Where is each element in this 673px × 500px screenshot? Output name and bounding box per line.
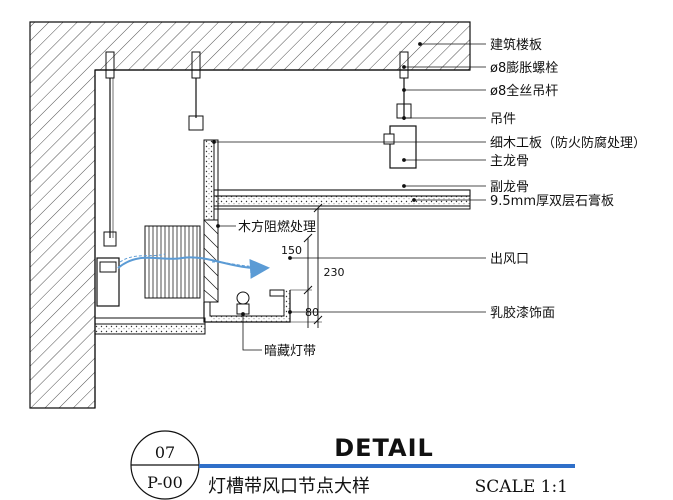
light-trough [203,289,291,323]
title-block [130,430,575,500]
plywood-board [203,139,219,221]
air-outlet-grille [144,225,201,299]
leader-lines [212,42,486,351]
label-hidden-light: 暗藏灯带 [264,344,316,359]
label-gypsum-board: 9.5mm厚双层石膏板 [490,193,614,209]
detail-number: 07 [155,443,175,462]
label-expansion-bolt: ø8膨胀螺栓 [490,61,558,76]
dim-80: 80 [305,306,319,319]
dimension-line [290,203,323,328]
detail-subtitle: 灯槽带风口节点大样 [208,476,370,497]
label-floor-slab: 建筑楼板 [490,37,542,53]
airflow-arrow [117,253,270,279]
label-sub-keel: 副龙骨 [490,180,529,195]
label-hanger: 吊件 [490,112,516,127]
gypsum-ceiling [213,189,471,210]
label-plywood: 细木工板（防火防腐处理） [490,135,646,151]
sheet-number: P-00 [147,473,183,492]
label-threaded-rod: ø8全丝吊杆 [490,83,558,99]
label-air-outlet: 出风口 [490,252,529,267]
hanger-rod-left [96,51,120,307]
label-wood-fireproof: 木方阻燃处理 [238,219,316,235]
concrete-slab [29,21,471,409]
dim-230: 230 [324,266,345,279]
label-main-keel: 主龙骨 [490,154,529,169]
dim-150: 150 [281,244,302,257]
lower-ceiling-board [94,317,206,335]
scale-label: SCALE 1:1 [475,477,568,497]
hidden-light-icon [236,291,250,315]
hanger-rod-middle [188,51,204,131]
hanger-rod-right [383,51,417,169]
label-latex-paint: 乳胶漆饰面 [490,305,555,321]
wood-block [203,219,219,303]
page-title: DETAIL [334,434,434,462]
